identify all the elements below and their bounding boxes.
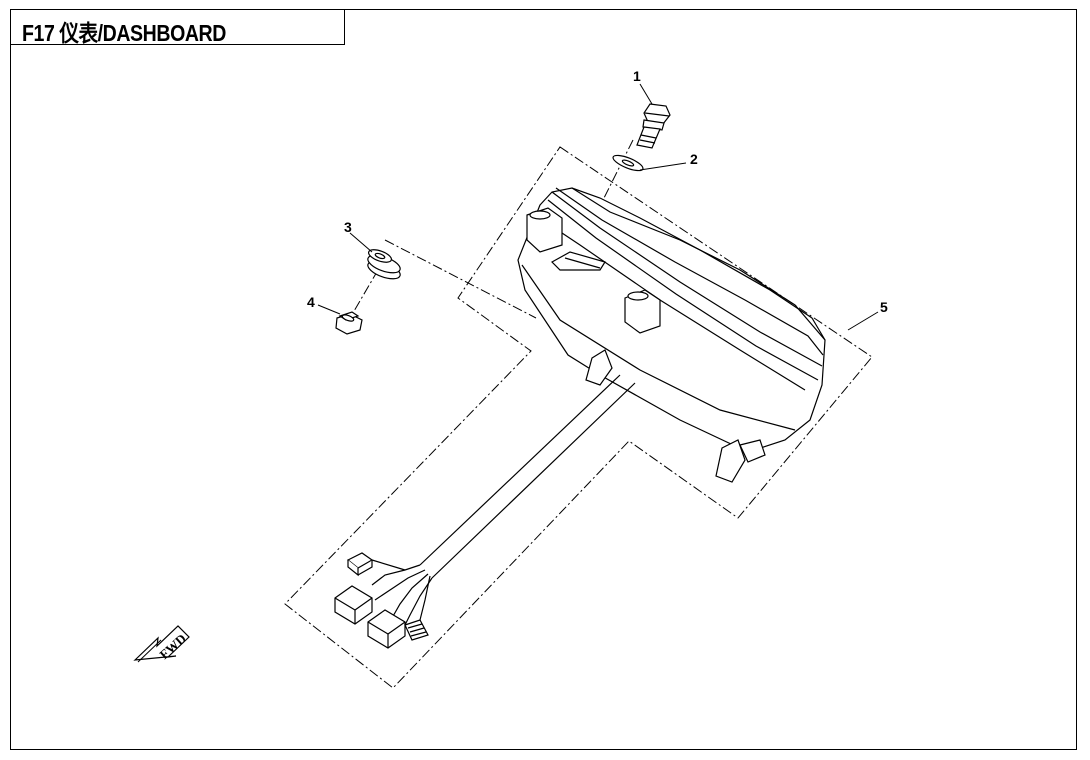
- callout-2: 2: [690, 151, 698, 167]
- drawing-frame: [10, 9, 1077, 750]
- part-3-grommet: [367, 249, 401, 280]
- page-title: F17 仪表/DASHBOARD: [22, 20, 226, 46]
- part-5-dashboard: [334, 187, 826, 649]
- callout-3: 3: [344, 219, 352, 235]
- callout-1: 1: [633, 68, 641, 84]
- axis-line-grommet: [384, 239, 537, 319]
- axis-line-nut: [349, 269, 379, 319]
- callout-4: 4: [307, 294, 315, 310]
- title-box: F17 仪表/DASHBOARD: [10, 9, 345, 46]
- leader-line-4: [317, 304, 341, 315]
- leader-line-1: [639, 83, 653, 105]
- leader-line-5: [847, 311, 879, 331]
- forward-direction-arrow-icon: FWD: [133, 625, 190, 663]
- part-2-washer: [612, 154, 644, 172]
- assembly-outline-5: [284, 146, 873, 689]
- part-4-nut: [335, 311, 363, 335]
- leader-line-2: [639, 162, 687, 171]
- callout-5: 5: [880, 299, 888, 315]
- leader-line-3: [349, 232, 373, 253]
- part-1-bolt: [636, 103, 671, 149]
